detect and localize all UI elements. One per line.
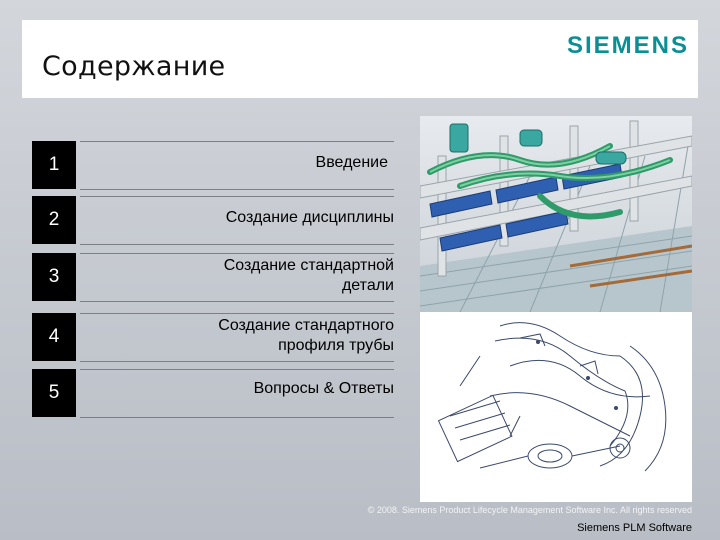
divider [80, 141, 394, 142]
plant-3d-model-image [419, 116, 693, 502]
agenda-item-label: Создание стандартной детали [223, 257, 394, 294]
agenda-item-label: Введение [315, 154, 388, 171]
agenda-number-box: 4 [32, 313, 76, 361]
illustrations-panel [419, 116, 693, 502]
divider [80, 417, 394, 418]
divider [80, 361, 394, 362]
slide-header: Содержание SIEMENS [22, 20, 698, 98]
agenda-item-4: 4 Создание стандартного профиля трубы [32, 313, 394, 363]
agenda-item-label: Создание стандартного профиля трубы [218, 317, 394, 354]
copyright-text: © 2008. Siemens Product Lifecycle Manage… [367, 505, 692, 515]
divider [80, 189, 394, 190]
agenda-number-box: 1 [32, 141, 76, 189]
agenda-item-5: 5 Вопросы & Ответы [32, 369, 394, 419]
siemens-logo: SIEMENS [566, 32, 689, 59]
slide-title: Содержание [42, 51, 226, 82]
footer-brand: Siemens PLM Software [577, 522, 692, 534]
divider [80, 369, 394, 370]
divider [80, 196, 394, 197]
divider [80, 253, 394, 254]
agenda-number-box: 3 [32, 253, 76, 301]
agenda-number-box: 5 [32, 369, 76, 417]
agenda-item-3: 3 Создание стандартной детали [32, 253, 394, 303]
agenda-item-label: Вопросы & Ответы [253, 380, 394, 397]
divider [80, 301, 394, 302]
agenda-item-2: 2 Создание дисциплины [32, 196, 394, 246]
divider [80, 244, 394, 245]
agenda-item-1: 1 Введение [32, 141, 394, 191]
agenda-number-box: 2 [32, 196, 76, 244]
divider [80, 313, 394, 314]
agenda-item-label: Создание дисциплины [225, 209, 394, 226]
